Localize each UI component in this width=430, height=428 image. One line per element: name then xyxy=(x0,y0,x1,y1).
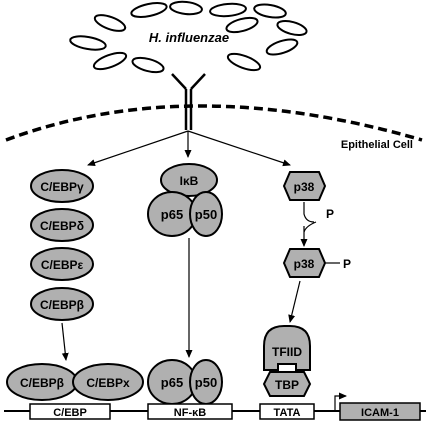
cebp-beta-label: C/EBPβ xyxy=(40,298,84,312)
p50-label: p50 xyxy=(195,207,217,222)
bacterium xyxy=(225,16,259,34)
ikb xyxy=(160,163,218,197)
receptor xyxy=(171,73,206,130)
arrow-to-cebp xyxy=(87,130,189,167)
p38-active-label: p38 xyxy=(294,257,315,271)
nuclear-p50-label: p50 xyxy=(195,375,217,390)
p65-label: p65 xyxy=(161,207,183,222)
cebp-gamma xyxy=(30,169,94,203)
icam1-gene xyxy=(339,402,421,421)
bacterium xyxy=(169,0,203,16)
bacterium xyxy=(93,14,127,32)
tbp xyxy=(262,371,312,397)
nfkb-site-label: NF-κB xyxy=(174,407,206,419)
cebp-delta-label: C/EBPδ xyxy=(40,219,84,233)
transcription-start-arrow xyxy=(334,392,347,411)
icam1-label: ICAM-1 xyxy=(361,407,399,419)
bacterium xyxy=(69,35,107,51)
cebp-beta-dimer-label: C/EBPβ xyxy=(20,376,64,390)
nuclear-p65-label: p65 xyxy=(161,375,183,390)
phosphate-active-label: P xyxy=(343,257,351,271)
cebp-delta xyxy=(30,208,94,242)
p50 xyxy=(189,191,223,237)
cebp-pathway xyxy=(6,169,144,401)
cell-label: Epithelial Cell xyxy=(341,139,413,151)
p38-label: p38 xyxy=(294,180,315,194)
tfiid-label: TFIID xyxy=(272,345,302,359)
bacterium xyxy=(265,38,299,56)
cell-membrane xyxy=(5,104,423,142)
bacterium xyxy=(130,2,168,18)
bacterium xyxy=(209,2,247,18)
bacteria-label: H. influenzae xyxy=(149,30,229,45)
p38-kinase xyxy=(282,171,327,201)
phosphate-label: P xyxy=(326,207,334,221)
tata-box xyxy=(259,403,315,420)
bacterium xyxy=(131,56,165,74)
tbp-label: TBP xyxy=(275,378,299,392)
tata-label: TATA xyxy=(274,407,301,419)
nfkb-site xyxy=(147,403,233,420)
cebp-epsilon xyxy=(30,247,94,281)
bacteria-cluster xyxy=(69,0,308,74)
bacterium xyxy=(276,20,308,36)
arrow-cebp-to-dna xyxy=(61,322,69,361)
bacterium xyxy=(253,3,287,19)
arrow-p38-to-dna xyxy=(288,280,301,323)
cebp-site-label: C/EBP xyxy=(53,407,87,419)
ikb-label: IκB xyxy=(180,174,199,188)
bacterium xyxy=(226,52,262,72)
bacterium xyxy=(92,51,128,71)
phosphorylation-arrow xyxy=(303,202,317,233)
cebp-epsilon-label: C/EBPε xyxy=(41,258,84,272)
cebp-x-dimer xyxy=(72,363,144,401)
cebp-x-dimer-label: C/EBPx xyxy=(86,376,130,390)
cebp-gamma-label: C/EBPγ xyxy=(40,180,84,194)
tfiid xyxy=(263,325,311,371)
nfkb-pathway xyxy=(147,163,223,405)
arrow-to-p38 xyxy=(187,130,291,167)
cebp-site xyxy=(29,403,111,420)
cebp-beta xyxy=(30,287,94,321)
